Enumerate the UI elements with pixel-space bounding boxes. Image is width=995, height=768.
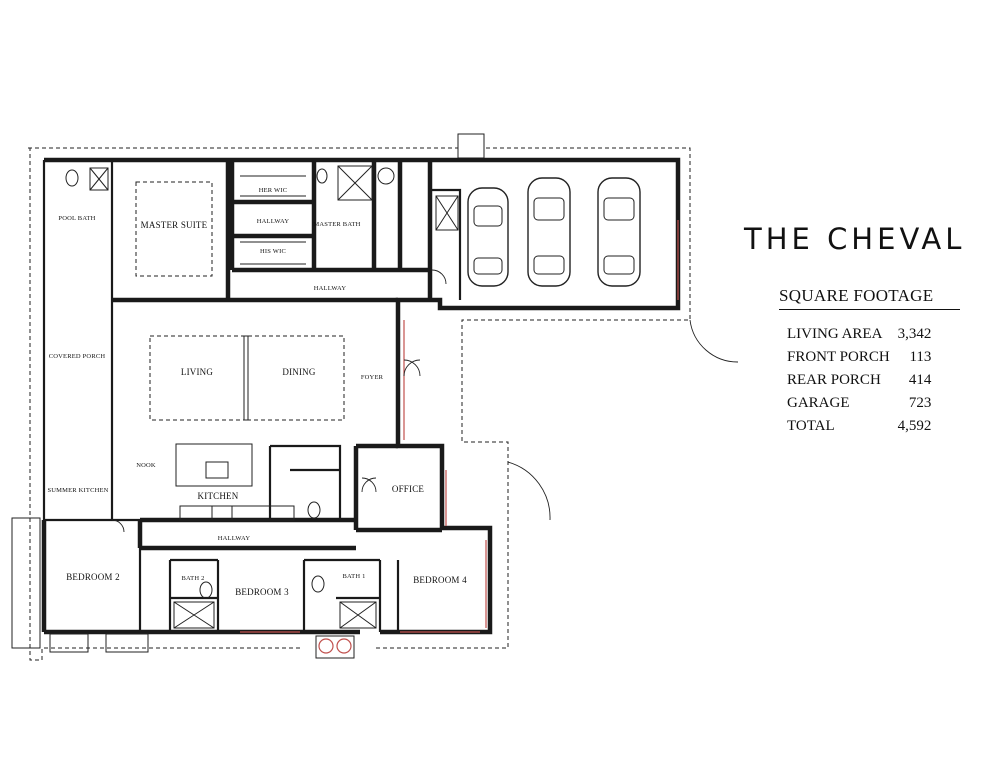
square-footage-table: LIVING AREA 3,342 FRONT PORCH 113 REAR POR… (787, 323, 931, 438)
label-master-suite: MASTER SUITE (141, 220, 208, 230)
label-office: OFFICE (392, 484, 425, 494)
porch-walls (42, 160, 140, 522)
lower-walls (41, 443, 442, 632)
ac-unit-2 (336, 638, 352, 654)
range (211, 505, 233, 521)
label-pool-bath: POOL BATH (58, 215, 95, 222)
label-bedroom-3: BEDROOM 3 (235, 587, 289, 597)
pool-shower (89, 167, 109, 191)
pad (49, 633, 89, 653)
label-hallway-upper: HALLWAY (314, 285, 347, 292)
label-bedroom-2: BEDROOM 2 (66, 572, 120, 582)
sf-label: LIVING AREA (787, 326, 883, 342)
master-walls (112, 160, 433, 303)
label-summer-kitchen: SUMMER KITCHEN (47, 487, 108, 494)
master-shower (337, 165, 373, 201)
label-master-bath: MASTER BATH (313, 221, 360, 228)
label-living: LIVING (181, 367, 213, 377)
label-bath-2: BATH 2 (181, 575, 204, 582)
heading-underline (779, 309, 960, 310)
window-marks (240, 220, 679, 633)
garage-walls (430, 188, 462, 302)
toilet-powder (307, 501, 321, 519)
dining-rug (247, 335, 345, 421)
car-2 (527, 177, 571, 287)
label-his-wic: HIS WIC (260, 248, 286, 255)
sf-label: FRONT PORCH (787, 349, 890, 365)
garage-door-swing (689, 319, 739, 363)
label-bedroom-4: BEDROOM 4 (413, 575, 467, 585)
sf-value: 3,342 (897, 326, 932, 342)
sf-row: REAR PORCH 414 (787, 369, 931, 392)
sf-value: 414 (908, 372, 932, 388)
living-rug (149, 335, 245, 421)
tub-master (377, 167, 395, 185)
sf-row: TOTAL 4,592 (787, 415, 931, 438)
roof-outline (28, 147, 691, 661)
island-sink (205, 461, 229, 479)
label-bath-1: BATH 1 (342, 573, 365, 580)
label-foyer: FOYER (361, 374, 384, 381)
dining-divider (243, 335, 249, 421)
plan-title: THE CHEVAL (744, 222, 966, 256)
label-covered-porch: COVERED PORCH (49, 353, 106, 360)
pool-equipment (105, 633, 149, 653)
interior-swings (111, 269, 447, 533)
kitchen-counter (179, 505, 295, 521)
master-bed-zone (135, 181, 213, 277)
label-kitchen: KITCHEN (198, 491, 239, 501)
sf-row: FRONT PORCH 113 (787, 346, 931, 369)
label-dining: DINING (282, 367, 315, 377)
label-hallway-master: HALLWAY (257, 218, 290, 225)
sf-row: LIVING AREA 3,342 (787, 323, 931, 346)
closet-rods (240, 175, 306, 265)
side-slab (11, 517, 41, 649)
garage-storage (435, 195, 459, 231)
sf-value: 4,592 (897, 418, 932, 434)
toilet-bath1 (311, 575, 325, 593)
toilet-bath2 (199, 581, 213, 599)
sf-value: 723 (908, 395, 932, 411)
bath1-shower (339, 601, 377, 629)
sf-label: TOTAL (787, 418, 835, 434)
sf-label: REAR PORCH (787, 372, 881, 388)
kitchen-island (175, 443, 253, 487)
sf-value: 113 (909, 349, 932, 365)
toilet-master (316, 168, 328, 184)
car-1 (467, 187, 509, 287)
square-footage-heading: SQUARE FOOTAGE (779, 286, 934, 305)
bedroom-walls (138, 548, 400, 632)
label-her-wic: HER WIC (259, 187, 288, 194)
ac-unit-1 (318, 638, 334, 654)
car-3 (597, 177, 641, 287)
sf-row: GARAGE 723 (787, 392, 931, 415)
sf-label: GARAGE (787, 395, 850, 411)
bath2-shower (173, 601, 215, 629)
label-hallway-lower: HALLWAY (218, 535, 251, 542)
garage-vent (457, 133, 485, 159)
front-door-swing (507, 461, 551, 521)
label-nook: NOOK (136, 462, 156, 469)
toilet-pool (65, 169, 79, 187)
kitchen-walls (268, 444, 342, 520)
